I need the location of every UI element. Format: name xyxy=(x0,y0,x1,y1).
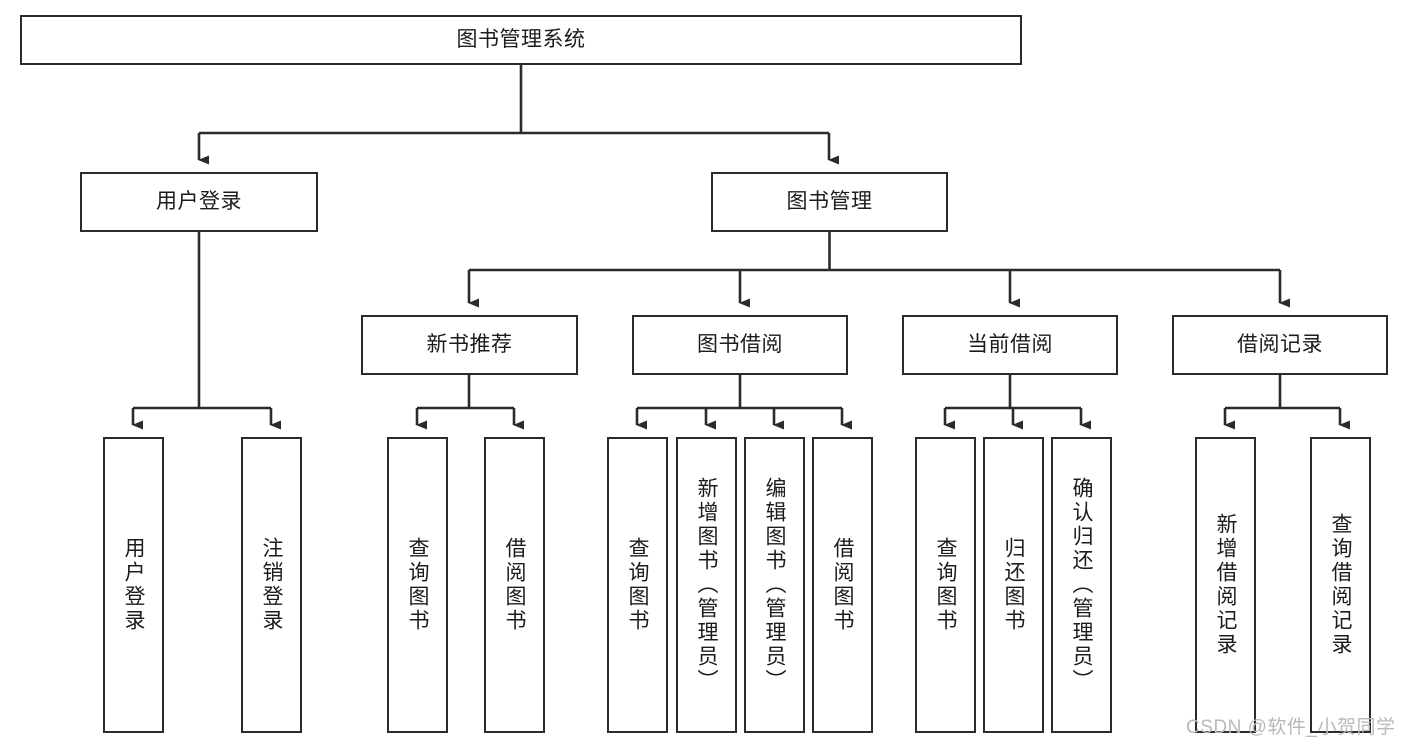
tree-edges xyxy=(131,65,1350,430)
node-label: 新书推荐 xyxy=(426,332,513,356)
node-label: 注销登录 xyxy=(260,537,283,633)
node-label: 查询图书 xyxy=(406,537,429,633)
node-leaf-query-book-borrow[interactable]: 查询图书 xyxy=(607,437,668,733)
node-book-manage[interactable]: 图书管理 xyxy=(711,172,948,232)
node-label: 查询图书 xyxy=(626,537,649,633)
node-current-borrow[interactable]: 当前借阅 xyxy=(902,315,1118,375)
node-leaf-query-book-rec[interactable]: 查询图书 xyxy=(387,437,448,733)
node-leaf-edit-book[interactable]: 编辑图书（管理员） xyxy=(744,437,805,733)
node-label: 图书借阅 xyxy=(697,332,783,356)
node-label: 新增借阅记录 xyxy=(1214,513,1237,657)
node-label: 查询图书 xyxy=(934,537,957,633)
node-label: 确认归还（管理员） xyxy=(1070,477,1093,693)
node-label: 归还图书 xyxy=(1002,537,1025,633)
node-book-borrow[interactable]: 图书借阅 xyxy=(632,315,848,375)
node-new-book-rec[interactable]: 新书推荐 xyxy=(361,315,578,375)
node-leaf-user-logout[interactable]: 注销登录 xyxy=(241,437,302,733)
node-label: 借阅图书 xyxy=(831,537,854,633)
node-label: 借阅记录 xyxy=(1237,332,1323,356)
node-label: 编辑图书（管理员） xyxy=(763,477,786,693)
node-leaf-borrow-book-rec[interactable]: 借阅图书 xyxy=(484,437,545,733)
node-label: 借阅图书 xyxy=(503,537,526,633)
node-leaf-add-borrow-record[interactable]: 新增借阅记录 xyxy=(1195,437,1256,733)
node-leaf-confirm-return[interactable]: 确认归还（管理员） xyxy=(1051,437,1112,733)
node-label: 查询借阅记录 xyxy=(1329,513,1352,657)
node-leaf-query-book-current[interactable]: 查询图书 xyxy=(915,437,976,733)
node-label: 当前借阅 xyxy=(967,332,1053,356)
node-leaf-user-login[interactable]: 用户登录 xyxy=(103,437,164,733)
node-label: 图书管理系统 xyxy=(456,27,586,51)
node-leaf-return-book[interactable]: 归还图书 xyxy=(983,437,1044,733)
node-label: 用户登录 xyxy=(156,189,242,213)
node-leaf-borrow-book[interactable]: 借阅图书 xyxy=(812,437,873,733)
node-label: 用户登录 xyxy=(122,537,145,633)
node-user-login[interactable]: 用户登录 xyxy=(80,172,318,232)
node-leaf-add-book[interactable]: 新增图书（管理员） xyxy=(676,437,737,733)
node-label: 图书管理 xyxy=(786,189,873,213)
node-leaf-query-borrow-record[interactable]: 查询借阅记录 xyxy=(1310,437,1371,733)
node-borrow-record[interactable]: 借阅记录 xyxy=(1172,315,1388,375)
csdn-watermark: CSDN @软件_小贺同学 xyxy=(1186,717,1396,738)
node-root[interactable]: 图书管理系统 xyxy=(20,15,1022,65)
node-label: 新增图书（管理员） xyxy=(695,477,718,693)
